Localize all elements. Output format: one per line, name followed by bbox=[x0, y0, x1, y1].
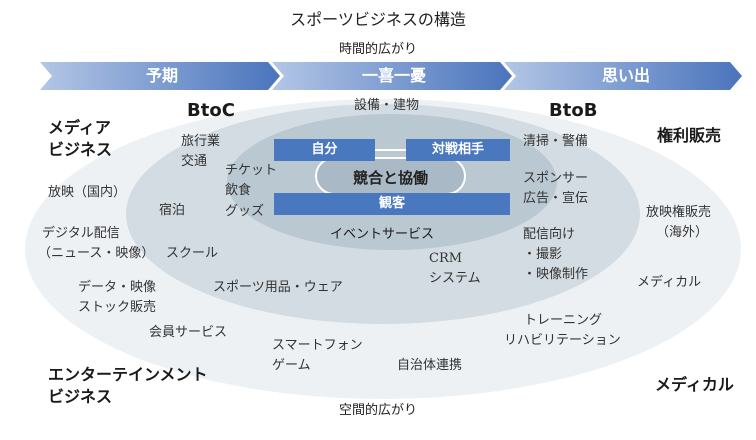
btoc-label: BtoC bbox=[187, 100, 235, 121]
item-membership: 会員サービス bbox=[149, 325, 228, 340]
btob-label: BtoB bbox=[549, 100, 598, 121]
rights-sales-label: 権利販売 bbox=[657, 126, 722, 145]
item-food: 飲食 bbox=[225, 183, 252, 198]
item-school: スクール bbox=[166, 246, 219, 261]
banner-label-anticipation: 予期 bbox=[145, 66, 178, 85]
item-municipal: 自治体連携 bbox=[397, 358, 463, 373]
competition-cooperation-label: 競合と協働 bbox=[352, 169, 428, 187]
opponent-box: 対戦相手 bbox=[406, 139, 510, 161]
item-cleaning: 清掃・警備 bbox=[523, 134, 589, 149]
item-game: ゲーム bbox=[272, 358, 311, 373]
time-axis-label: 時間的広がり bbox=[338, 42, 417, 57]
banner-label-memories: 思い出 bbox=[601, 66, 650, 85]
item-advertising: 広告・宣伝 bbox=[523, 191, 589, 206]
item-event-service: イベントサービス bbox=[330, 227, 435, 242]
item-training: トレーニング bbox=[524, 313, 603, 328]
item-streaming-filming: ・撮影 bbox=[523, 247, 563, 262]
banner-label-excitement: 一喜一憂 bbox=[361, 66, 426, 85]
item-digital-line2: （ニュース・映像） bbox=[38, 246, 155, 261]
entertainment-business-line2: ビジネス bbox=[48, 387, 113, 406]
item-smartphone: スマートフォン bbox=[272, 338, 363, 353]
item-travel: 旅行業 bbox=[181, 134, 221, 149]
item-sports-goods: スポーツ用品・ウェア bbox=[213, 280, 343, 295]
audience-box: 観客 bbox=[274, 193, 510, 215]
banner-stage-1 bbox=[40, 62, 280, 90]
item-facilities: 設備・建物 bbox=[354, 98, 420, 113]
item-crm: CRM bbox=[429, 251, 463, 266]
item-streaming-video: ・映像制作 bbox=[523, 267, 589, 282]
item-lodging: 宿泊 bbox=[159, 203, 186, 218]
media-business-line2: ビジネス bbox=[48, 140, 113, 159]
item-goods: グッズ bbox=[225, 204, 265, 219]
item-sponsor: スポンサー bbox=[523, 171, 589, 186]
item-broadcast-rights: 放映権販売 bbox=[646, 205, 712, 220]
item-broadcast-domestic: 放映（国内） bbox=[48, 185, 127, 200]
item-digital-line1: デジタル配信 bbox=[42, 226, 120, 241]
item-data-stock-line2: ストック販売 bbox=[78, 300, 157, 315]
item-rehabilitation: リハビリテーション bbox=[504, 333, 621, 348]
banner-stage-3 bbox=[504, 62, 742, 90]
item-broadcast-rights-overseas: （海外） bbox=[656, 225, 709, 240]
item-ticket: チケット bbox=[225, 163, 278, 178]
banner-stage-2 bbox=[272, 62, 512, 90]
page-title: スポーツビジネスの構造 bbox=[290, 10, 466, 29]
item-crm-system: システム bbox=[429, 271, 481, 286]
self-box: 自分 bbox=[274, 139, 375, 161]
media-business-line1: メディア bbox=[48, 118, 111, 137]
entertainment-business-line1: エンターテインメント bbox=[48, 365, 208, 384]
item-transport: 交通 bbox=[181, 154, 208, 169]
item-data-stock-line1: データ・映像 bbox=[78, 280, 157, 295]
space-axis-label: 空間的広がり bbox=[338, 403, 417, 418]
item-medical: メディカル bbox=[637, 275, 702, 290]
medical-sector-label: メディカル bbox=[655, 375, 734, 394]
item-streaming: 配信向け bbox=[523, 227, 576, 242]
